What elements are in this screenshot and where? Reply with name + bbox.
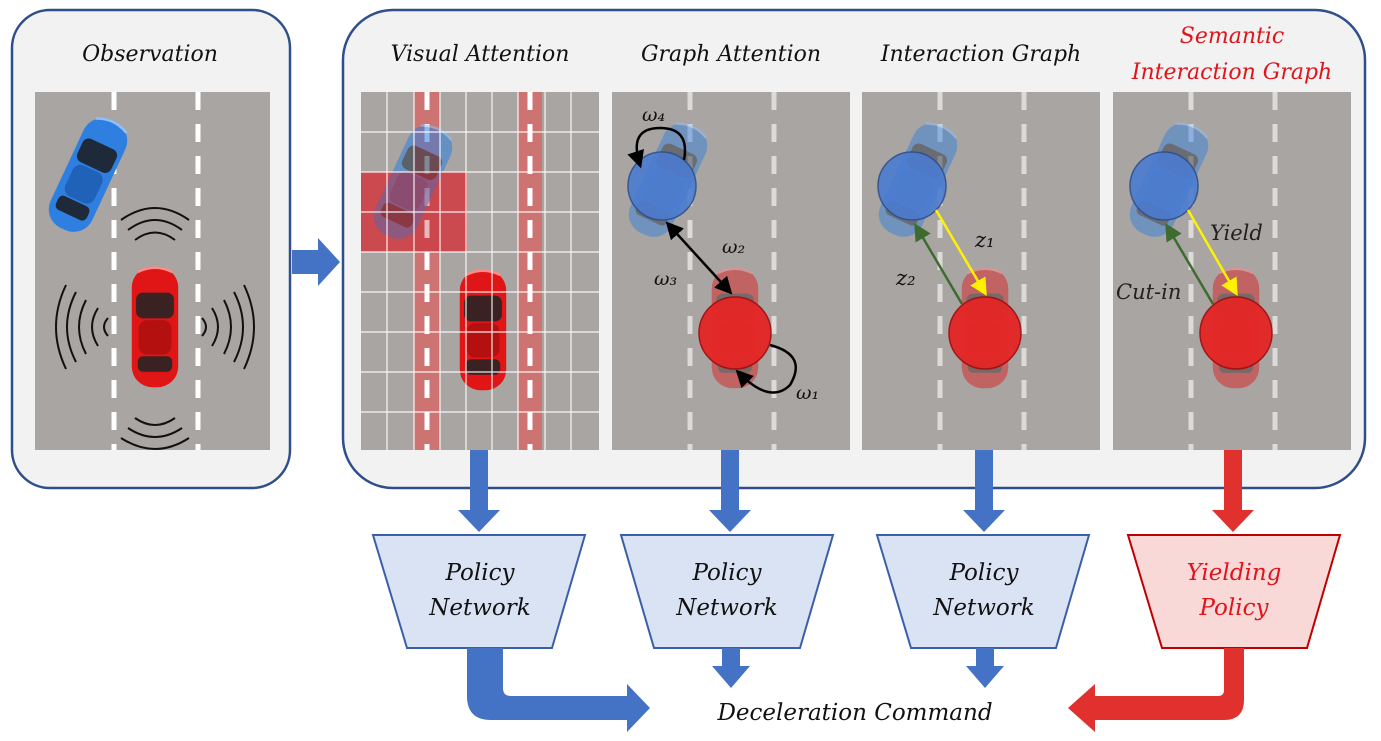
yielding-policy-line1: Yielding (1186, 560, 1282, 586)
interaction-graph-title: Interaction Graph (880, 42, 1082, 67)
omega1-label: ω₁ (796, 382, 820, 404)
down-arrow-red-icon (1212, 450, 1254, 532)
deceleration-command-label: Deceleration Command (717, 700, 993, 726)
z2-label: z₂ (896, 266, 916, 290)
network-2-line2: Network (676, 595, 778, 621)
output-arrow-red-icon (1068, 648, 1244, 732)
z1-label: z₁ (975, 228, 995, 252)
down-arrow-icon (458, 450, 500, 532)
graph-attention-title: Graph Attention (640, 42, 822, 67)
output-arrow-icon (712, 648, 750, 688)
observation-road (35, 92, 270, 450)
omega2-label: ω₂ (722, 236, 746, 258)
visual-attention-road (361, 92, 599, 450)
network-3-line1: Policy (949, 560, 1019, 586)
yield-label: Yield (1210, 221, 1263, 245)
network-2-line1: Policy (692, 560, 762, 586)
semantic-title-line2: Interaction Graph (1131, 60, 1333, 85)
omega4-label: ω₄ (642, 104, 666, 126)
down-arrow-icon (709, 450, 751, 532)
yielding-policy-line2: Policy (1199, 595, 1269, 621)
observation-title: Observation (82, 42, 218, 67)
policy-network-1 (371, 534, 587, 649)
network-1-line2: Network (429, 595, 531, 621)
yielding-policy-network (1126, 534, 1342, 649)
blue-node (627, 151, 697, 221)
cut-in-label: Cut-in (1116, 280, 1182, 304)
interaction-graph-road (862, 92, 1100, 450)
semantic-graph-road (1113, 92, 1351, 450)
omega3-label: ω₃ (654, 268, 678, 290)
input-arrow-icon (292, 238, 340, 286)
semantic-title-line1: Semantic (1179, 24, 1285, 49)
network-1-line1: Policy (445, 560, 515, 586)
output-arrow-icon (966, 648, 1004, 688)
attention-grid (361, 92, 599, 450)
output-arrow-icon (467, 648, 650, 732)
down-arrow-icon (963, 450, 1005, 532)
visual-attention-title: Visual Attention (390, 42, 570, 67)
network-3-line2: Network (933, 595, 1035, 621)
graph-attention-road (612, 92, 850, 450)
red-car-icon (130, 265, 180, 389)
policy-network-2 (619, 534, 835, 649)
red-node (698, 296, 772, 370)
policy-network-3 (875, 534, 1091, 649)
sensor-waves-icon (55, 207, 255, 450)
